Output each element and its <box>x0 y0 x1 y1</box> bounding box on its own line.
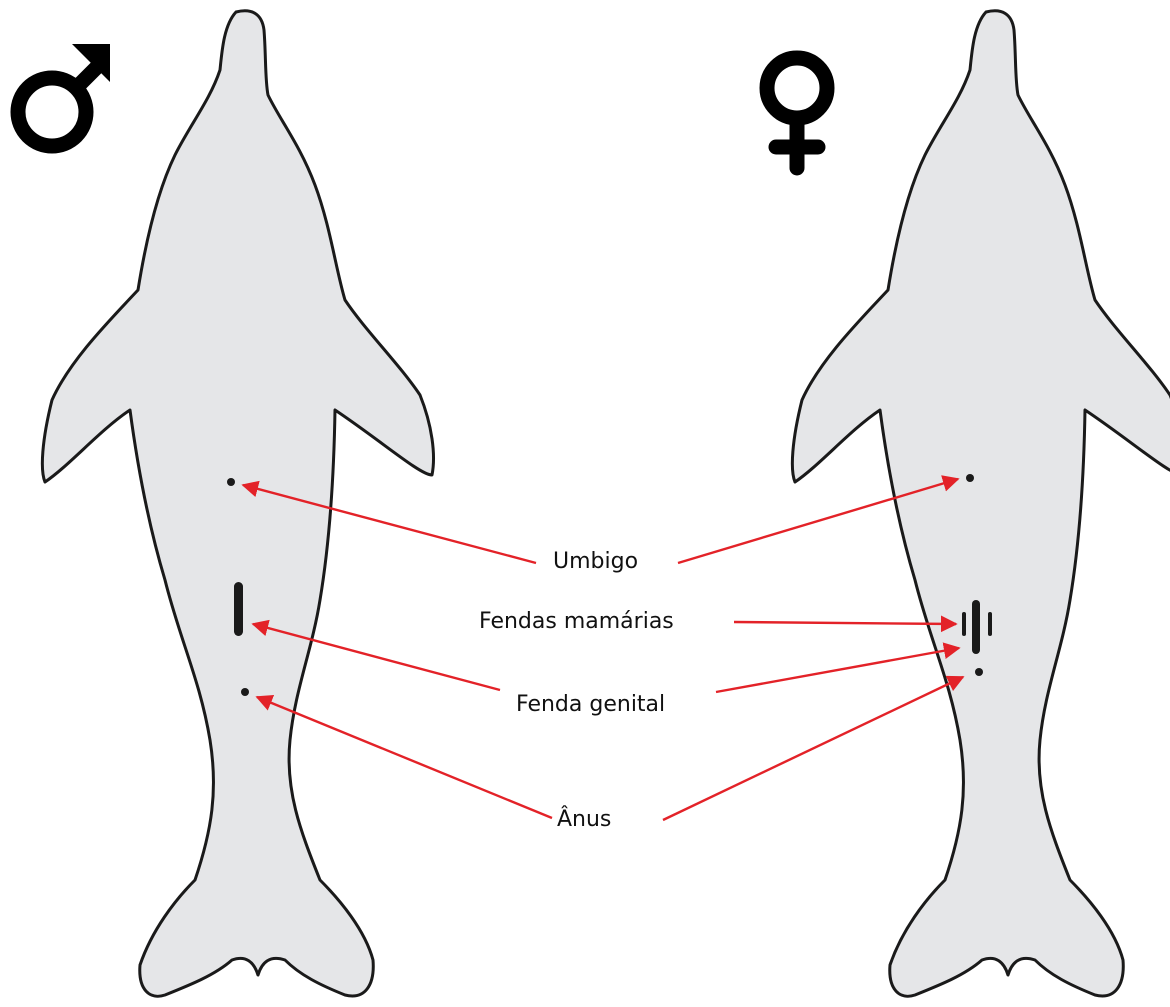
female-mammary-slit-left-mark <box>962 612 966 636</box>
female-umbilicus-mark <box>966 474 974 482</box>
male-symbol-icon <box>18 44 110 146</box>
pointer-arrows <box>243 479 963 820</box>
female-dolphin-body <box>792 11 1170 996</box>
male-genital-slit-mark <box>234 582 243 636</box>
male-anus-mark <box>241 688 249 696</box>
male-dolphin <box>42 11 433 996</box>
female-mammary-slit-right-mark <box>988 612 992 636</box>
label-fendas-mamarias: Fendas mamárias <box>479 608 674 636</box>
female-symbol-icon <box>767 58 827 168</box>
arrow-fenda-genital-female <box>716 648 959 692</box>
female-anus-mark <box>975 668 983 676</box>
arrow-fendas-mamarias <box>734 622 956 624</box>
male-dolphin-body <box>42 11 433 996</box>
label-fenda-genital: Fenda genital <box>516 691 665 719</box>
male-umbilicus-mark <box>227 478 235 486</box>
arrow-anus-male <box>257 697 552 818</box>
female-genital-slit-mark <box>972 600 980 654</box>
label-umbigo: Umbigo <box>553 548 638 576</box>
female-dolphin <box>792 11 1170 996</box>
label-anus: Ânus <box>557 806 611 834</box>
arrow-anus-female <box>663 677 963 820</box>
